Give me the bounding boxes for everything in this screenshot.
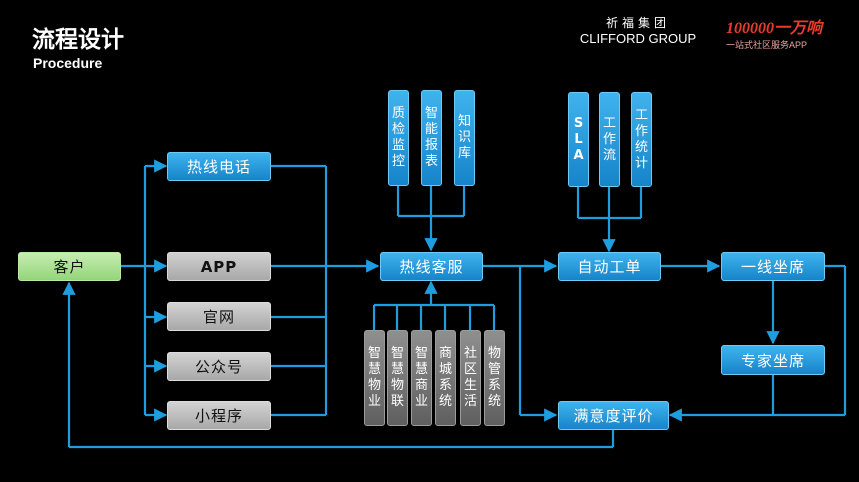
system-community-life: 社区生活 <box>460 330 481 426</box>
module-quality-monitor-label: 质检监控 <box>391 106 405 169</box>
node-official-account: 公众号 <box>167 352 271 381</box>
node-hotline-phone: 热线电话 <box>167 152 271 181</box>
page-subtitle: Procedure <box>33 55 103 71</box>
clifford-logo-en: CLIFFORD GROUP <box>579 31 697 46</box>
system-property-management-label: 物管系统 <box>487 346 501 409</box>
system-smart-property-label: 智慧物业 <box>367 346 381 409</box>
node-expert-agent: 专家坐席 <box>721 345 825 375</box>
module-smart-report: 智能报表 <box>421 90 442 186</box>
node-satisfaction-rating: 满意度评价 <box>558 401 669 430</box>
module-workflow-label: 工作流 <box>602 115 616 163</box>
clifford-logo: 祈福集团 CLIFFORD GROUP <box>568 14 708 46</box>
system-smart-iot-label: 智慧物联 <box>390 346 404 409</box>
system-smart-property: 智慧物业 <box>364 330 385 426</box>
system-smart-commerce: 智慧商业 <box>411 330 432 426</box>
system-property-management: 物管系统 <box>484 330 505 426</box>
system-mall-label: 商城系统 <box>438 346 452 409</box>
system-community-life-label: 社区生活 <box>463 346 477 409</box>
clifford-logo-cn: 祈福集团 <box>605 16 670 30</box>
module-smart-report-label: 智能报表 <box>424 106 438 169</box>
node-customer: 客户 <box>18 252 121 281</box>
module-sla: SLA <box>568 92 589 187</box>
module-quality-monitor: 质检监控 <box>388 90 409 186</box>
module-workflow: 工作流 <box>599 92 620 187</box>
system-smart-commerce-label: 智慧商业 <box>414 346 428 409</box>
system-smart-iot: 智慧物联 <box>387 330 408 426</box>
node-app: APP <box>167 252 271 281</box>
module-knowledge-base: 知识库 <box>454 90 475 186</box>
system-mall: 商城系统 <box>435 330 456 426</box>
node-website: 官网 <box>167 302 271 331</box>
app-brand-logo: 100000一万响 一站式社区服务APP <box>726 14 844 51</box>
module-work-stats: 工作统计 <box>631 92 652 187</box>
module-sla-label: SLA <box>573 115 584 163</box>
node-mini-program: 小程序 <box>167 401 271 430</box>
node-hotline-service: 热线客服 <box>380 252 483 281</box>
node-auto-ticket: 自动工单 <box>558 252 661 281</box>
module-work-stats-label: 工作统计 <box>634 107 648 171</box>
app-brand-name: 100000一万响 <box>726 20 823 37</box>
module-knowledge-base-label: 知识库 <box>457 114 471 161</box>
node-first-line-agent: 一线坐席 <box>721 252 825 281</box>
page-title: 流程设计 <box>32 27 124 53</box>
app-brand-slogan: 一站式社区服务APP <box>726 40 808 50</box>
